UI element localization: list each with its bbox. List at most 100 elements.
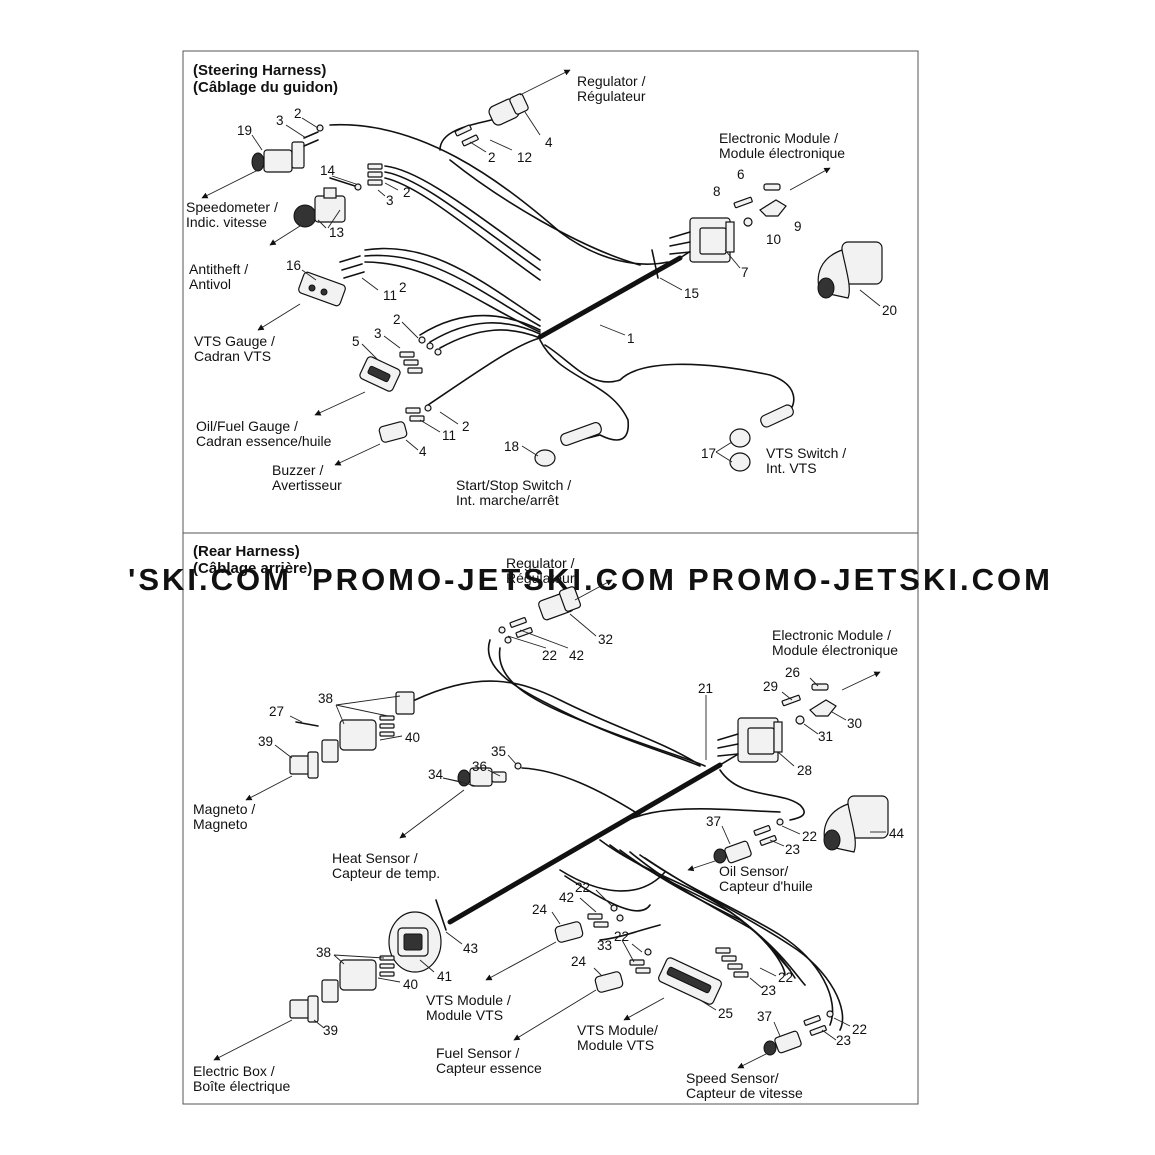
rear-labels: Regulator / Régulateur Electronic Module… (193, 555, 898, 1101)
label-electronic-module: Module électronique (772, 642, 898, 658)
callout-number: 35 (491, 744, 506, 759)
steering-wires (329, 117, 795, 441)
callout-number: 27 (269, 704, 284, 719)
steering-labels: Regulator / Régulateur Electronic Module… (186, 73, 846, 508)
callout-number: 22 (778, 970, 793, 985)
label-oil-fuel-gauge: Oil/Fuel Gauge / (196, 418, 298, 434)
callout-number: 32 (598, 632, 613, 647)
callout-number: 1 (627, 331, 635, 346)
label-vts-module: Module VTS (426, 1007, 503, 1023)
callout-number: 21 (698, 681, 713, 696)
label-vts-gauge: VTS Gauge / (194, 333, 275, 349)
callout-number: 11 (383, 288, 397, 303)
label-electronic-module: Electronic Module / (719, 130, 838, 146)
callout-number: 33 (597, 938, 612, 953)
callout-number: 14 (320, 163, 336, 178)
callout-number: 38 (316, 945, 331, 960)
callout-number: 31 (818, 729, 833, 744)
callout-number: 15 (684, 286, 699, 301)
label-magneto: Magneto / (193, 801, 255, 817)
steering-title-en: (Steering Harness) (193, 62, 326, 79)
callout-number: 13 (329, 225, 344, 240)
callout-number: 29 (763, 679, 778, 694)
callout-number: 41 (437, 969, 452, 984)
label-start-stop-switch: Start/Stop Switch / (456, 477, 571, 493)
callout-number: 24 (532, 902, 548, 917)
rear-leaders (274, 613, 886, 1041)
rear-parts (289, 586, 889, 1056)
callout-number: 12 (517, 150, 532, 165)
callout-number: 22 (575, 880, 590, 895)
callout-number: 2 (294, 106, 302, 121)
label-magneto: Magneto (193, 816, 248, 832)
label-electric-box: Electric Box / (193, 1063, 275, 1079)
callout-number: 34 (428, 767, 444, 782)
label-regulator: Regulator / (577, 73, 646, 89)
callout-number: 20 (882, 303, 897, 318)
label-buzzer: Buzzer / (272, 462, 323, 478)
label-buzzer: Avertisseur (272, 477, 342, 493)
callout-number: 3 (276, 113, 284, 128)
callout-number: 39 (323, 1023, 338, 1038)
callout-number: 37 (706, 814, 721, 829)
callout-number: 7 (741, 265, 749, 280)
callout-number: 23 (836, 1033, 851, 1048)
callout-number: 22 (614, 929, 629, 944)
callout-number: 19 (237, 123, 252, 138)
rear-callouts: 32 22 42 26 29 30 31 21 27 38 40 39 35 3… (258, 632, 905, 1048)
watermark: 'SKI.COM PROMO-JETSKI.COM PROMO-JETSKI.C… (128, 562, 1050, 597)
callout-number: 40 (403, 977, 418, 992)
rear-title-fr: (Câblage arrière) (193, 560, 312, 577)
callout-number: 24 (571, 954, 587, 969)
label-regulator: Régulateur (506, 570, 575, 586)
label-antitheft: Antitheft / (189, 261, 248, 277)
callout-number: 16 (286, 258, 301, 273)
callout-number: 4 (419, 444, 427, 459)
rear-wires (414, 639, 844, 1031)
callout-number: 2 (399, 280, 407, 295)
callout-number: 5 (352, 334, 360, 349)
callout-number: 2 (488, 150, 496, 165)
steering-leaders (251, 111, 881, 463)
label-oil-fuel-gauge: Cadran essence/huile (196, 433, 332, 449)
callout-number: 6 (737, 167, 745, 182)
label-vts-switch: VTS Switch / (766, 445, 846, 461)
callout-number: 39 (258, 734, 273, 749)
callout-number: 11 (442, 428, 456, 443)
rear-harness-section: (Rear Harness) (Câblage arrière) (193, 543, 905, 1101)
label-electric-box: Boîte électrique (193, 1078, 290, 1094)
callout-number: 36 (472, 759, 487, 774)
diagram-frame (182, 50, 919, 1105)
callout-number: 44 (889, 826, 905, 841)
callout-number: 22 (542, 648, 557, 663)
rear-arrows (213, 579, 881, 1069)
watermark-text: PROMO-JETSKI.COM (312, 562, 677, 597)
label-oil-sensor: Capteur d'huile (719, 878, 813, 894)
callout-number: 42 (559, 890, 574, 905)
callout-number: 22 (802, 829, 817, 844)
callout-number: 43 (463, 941, 478, 956)
callout-number: 3 (386, 193, 394, 208)
label-speedometer: Indic. vitesse (186, 214, 267, 230)
label-antitheft: Antivol (189, 276, 231, 292)
label-vts-module-b: VTS Module/ (577, 1022, 658, 1038)
label-start-stop-switch: Int. marche/arrêt (456, 492, 559, 508)
label-regulator: Regulator / (506, 555, 575, 571)
callout-number: 38 (318, 691, 333, 706)
steering-arrows (201, 69, 831, 466)
label-oil-sensor: Oil Sensor/ (719, 863, 788, 879)
callout-number: 2 (403, 185, 411, 200)
label-heat-sensor: Heat Sensor / (332, 850, 418, 866)
callout-number: 42 (569, 648, 584, 663)
callout-number: 30 (847, 716, 862, 731)
callout-number: 28 (797, 763, 812, 778)
callout-number: 40 (405, 730, 420, 745)
label-speed-sensor: Speed Sensor/ (686, 1070, 779, 1086)
callout-number: 37 (757, 1009, 772, 1024)
label-fuel-sensor: Fuel Sensor / (436, 1045, 519, 1061)
callout-number: 23 (761, 983, 776, 998)
callout-number: 2 (393, 312, 401, 327)
steering-parts (251, 93, 883, 472)
label-electronic-module: Module électronique (719, 145, 845, 161)
